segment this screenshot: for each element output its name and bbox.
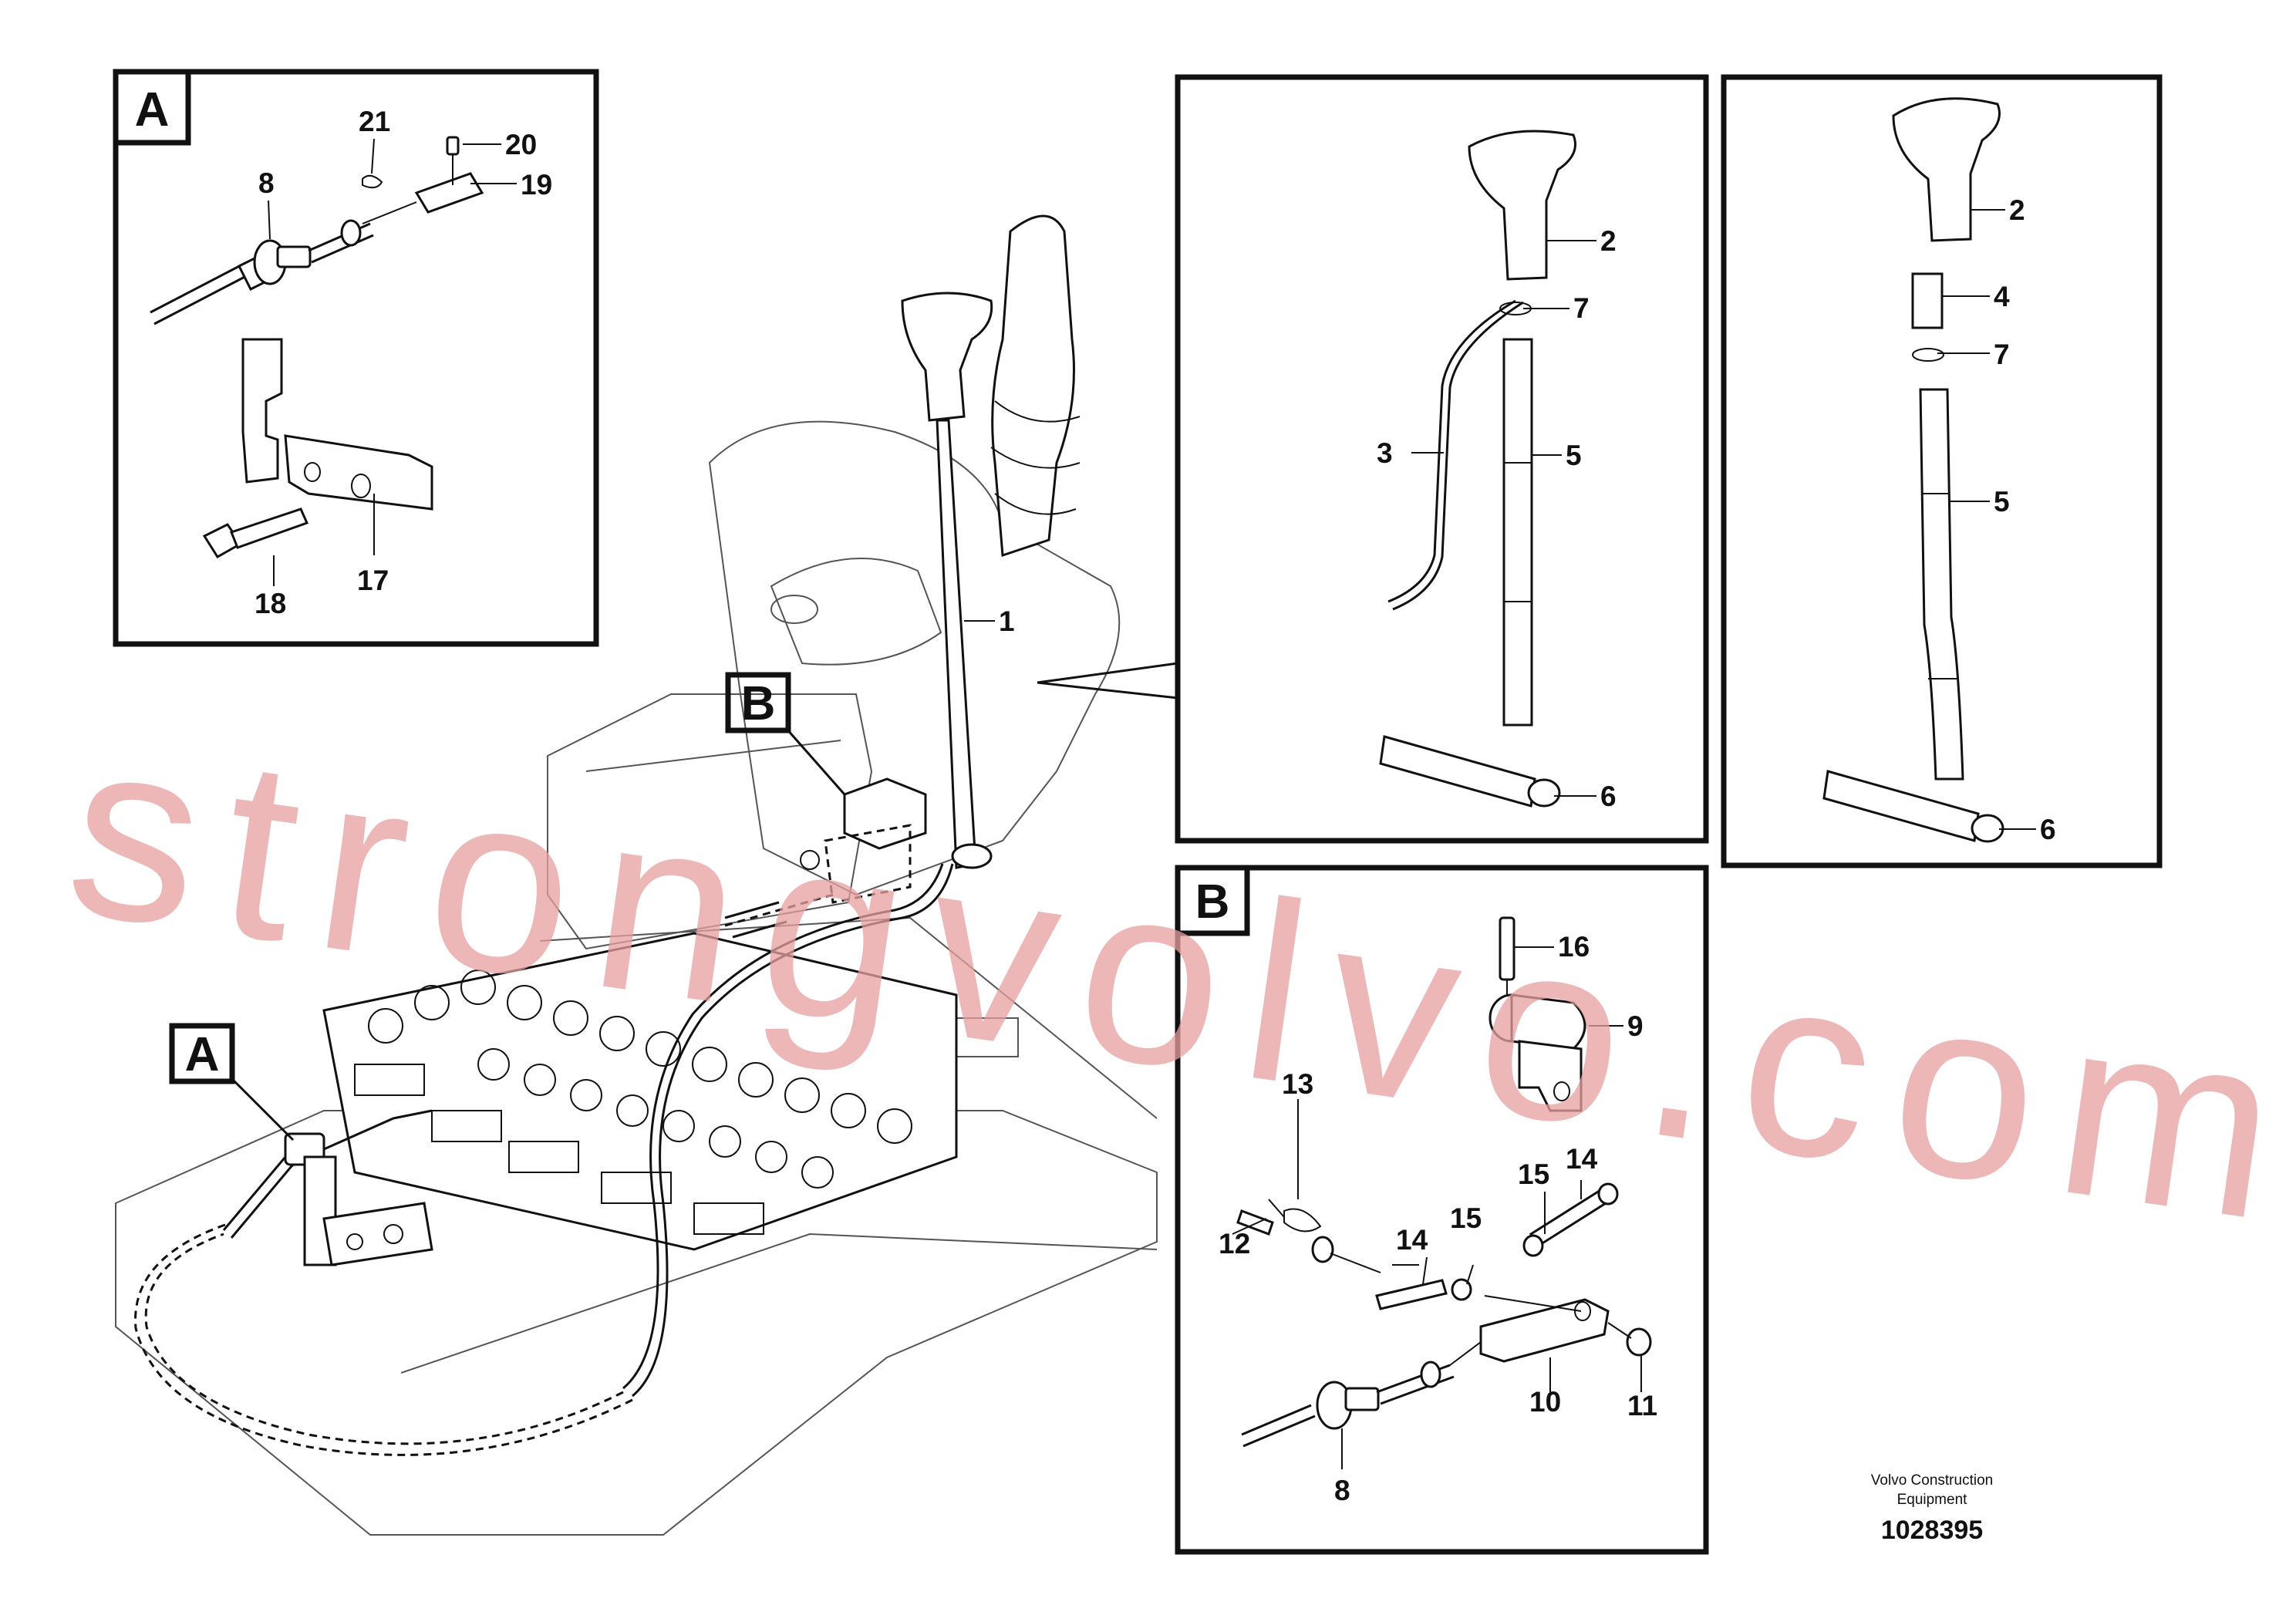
detail-b-label-11: 11 [1627, 1390, 1657, 1421]
caption-company-line1: Volvo Construction [1871, 1472, 1993, 1489]
detail-sleeve-label-2: 2 [2009, 194, 2025, 226]
detail-b-label-15-right: 15 [1518, 1158, 1549, 1190]
control-lever [901, 292, 993, 869]
detail-b-label-10: 10 [1529, 1386, 1561, 1418]
detail-a-letter: A [135, 83, 170, 137]
detail-rod-label-5: 5 [1566, 440, 1582, 471]
detail-a-panel: A 21 20 8 19 18 17 [113, 69, 599, 647]
control-valve-block [322, 932, 958, 1251]
caption-company-line2: Equipment [1897, 1492, 1968, 1508]
detail-lever-sleeve-panel: 2 4 7 5 6 [1721, 74, 2163, 868]
detail-a-label-19: 19 [521, 169, 552, 201]
detail-b-label-15-left: 15 [1450, 1202, 1482, 1234]
detail-b-panel: B [1175, 865, 1709, 1555]
linkage-b-main [724, 777, 927, 939]
detail-b-label-12: 12 [1219, 1228, 1250, 1259]
detail-rod-label-2: 2 [1600, 225, 1617, 257]
detail-a-label-21: 21 [359, 106, 390, 137]
detail-sleeve-label-6: 6 [2040, 814, 2056, 845]
detail-b-label-13: 13 [1282, 1068, 1313, 1100]
detail-a-label-20: 20 [505, 129, 537, 160]
caption-block: Volvo Construction Equipment 1028395 [1871, 1472, 1993, 1545]
detail-a-label-18: 18 [255, 588, 286, 619]
detail-sleeve-label-7: 7 [1994, 339, 2010, 370]
detail-rod-label-6: 6 [1600, 781, 1617, 812]
detail-sleeve-label-4: 4 [1994, 281, 2010, 312]
callout-a-main: A [169, 1023, 295, 1141]
main-assembly-drawing: A B 1 [115, 214, 1178, 1536]
callout-a-main-letter: A [185, 1028, 220, 1081]
callout-b-main-letter: B [741, 677, 776, 730]
detail-b-label-8: 8 [1334, 1475, 1350, 1506]
detail-lever-rod-panel: 2 7 3 5 6 [1175, 74, 1709, 844]
detail-b-label-9: 9 [1627, 1010, 1644, 1042]
detail-b-label-16: 16 [1558, 931, 1590, 963]
detail-b-label-14-top: 14 [1566, 1143, 1598, 1175]
detail-rod-label-7: 7 [1573, 292, 1590, 324]
label-1: 1 [999, 605, 1015, 637]
detail-b-letter: B [1195, 875, 1230, 929]
detail-sleeve-label-5: 5 [1994, 486, 2010, 518]
detail-b-label-14-left: 14 [1396, 1224, 1428, 1256]
document-number: 1028395 [1881, 1516, 1983, 1545]
detail-a-label-17: 17 [357, 565, 389, 596]
callout-b-main: B [725, 672, 846, 795]
detail-a-label-8: 8 [258, 167, 275, 199]
cable-bracket-a-main [222, 1109, 433, 1266]
detail-rod-label-3: 3 [1377, 437, 1393, 469]
